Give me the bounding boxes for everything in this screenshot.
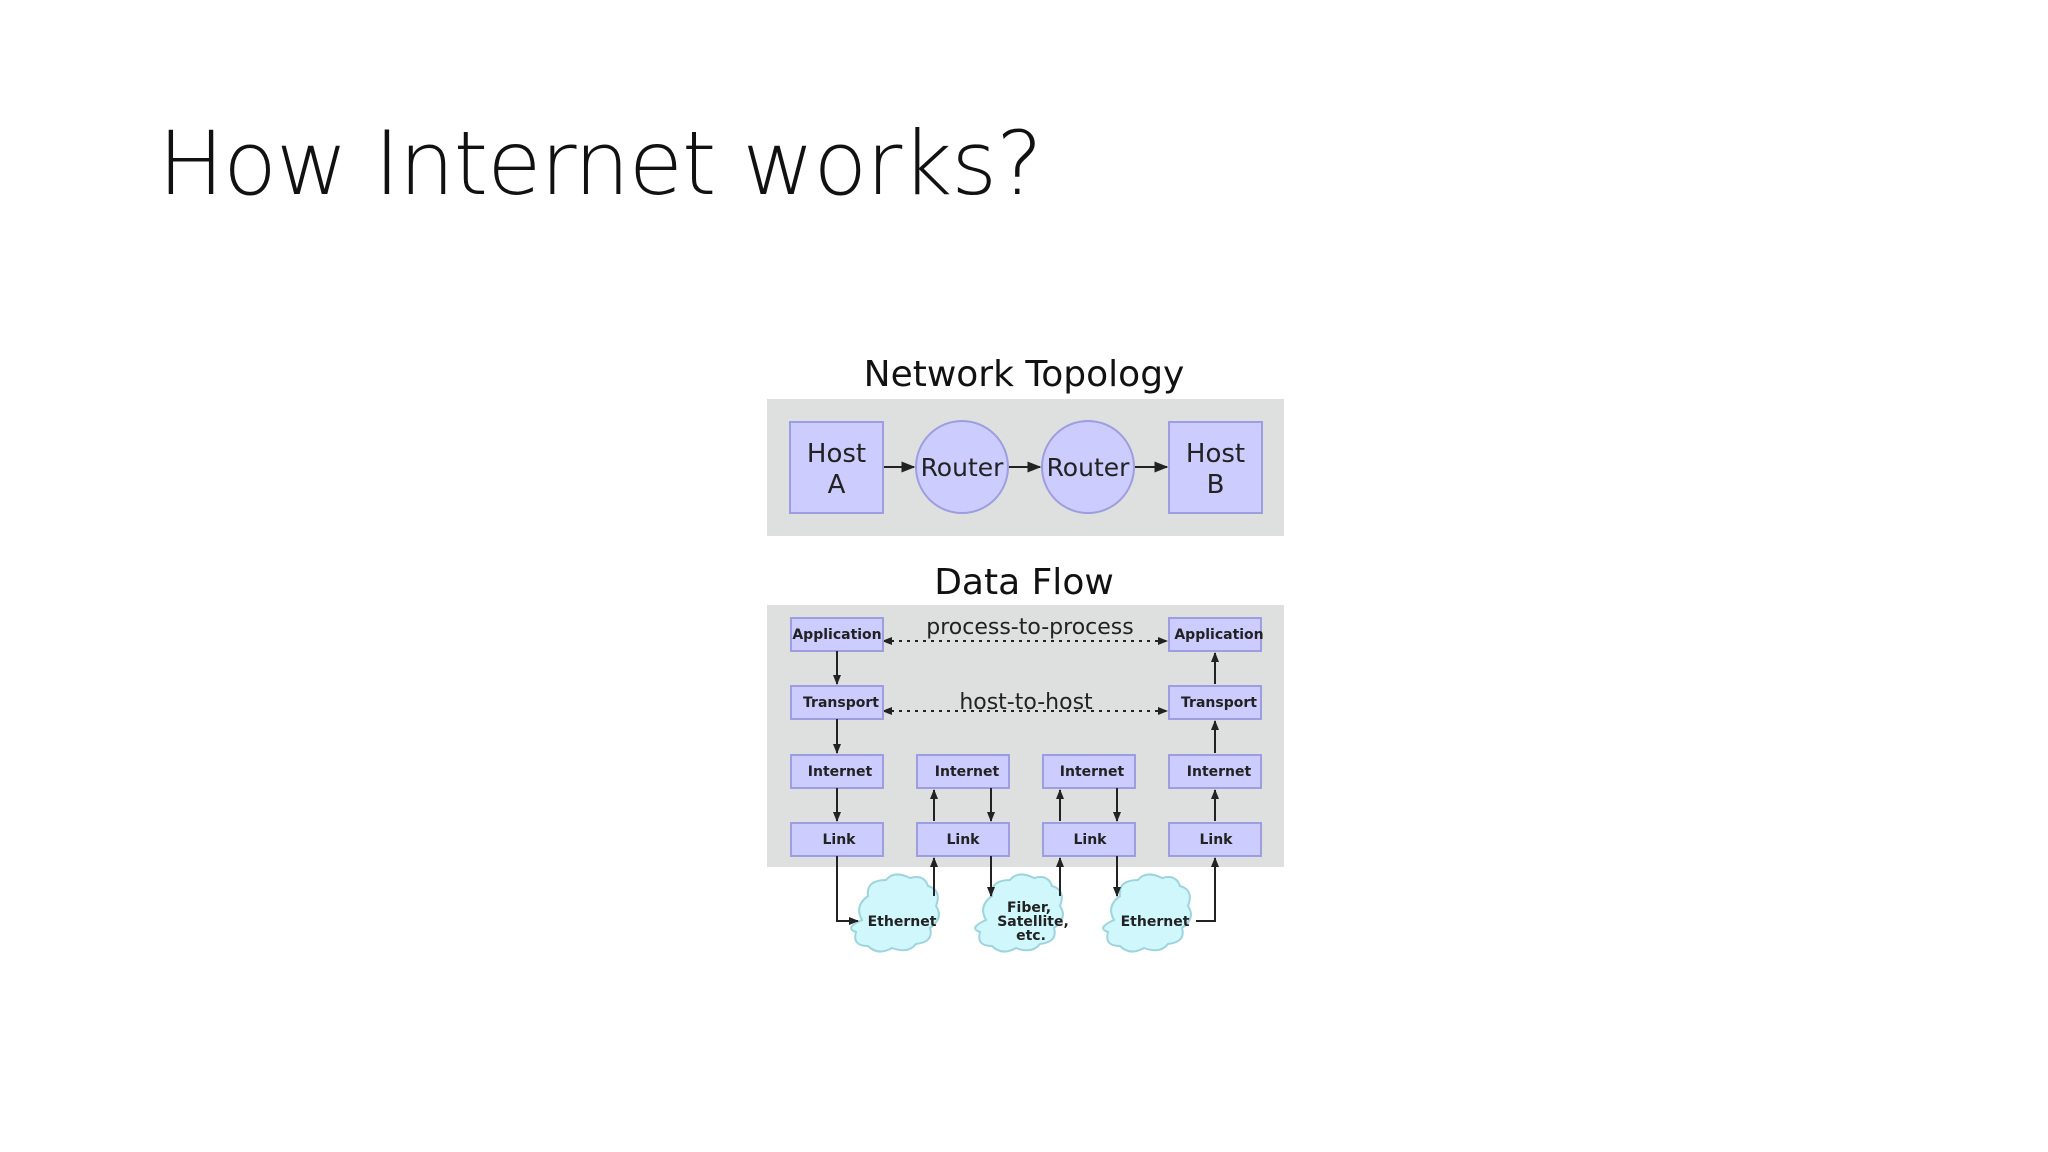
slide-title: How Internet works? (158, 112, 1043, 215)
cloud-fiber-label-2: Satellite, (997, 914, 1069, 930)
router-2-stack: Internet Link (1042, 754, 1136, 857)
host-a-link-label: Link (823, 832, 857, 848)
cloud-ethernet-2: Ethernet (1102, 873, 1192, 953)
host-b-label-1: Host (1186, 439, 1245, 469)
topology-title: Network Topology (864, 354, 1185, 395)
router-2-link-label: Link (1074, 832, 1108, 848)
host-a-label-2: A (828, 470, 846, 500)
router-1-link-label: Link (947, 832, 981, 848)
dataflow-title: Data Flow (934, 562, 1114, 603)
router-2-node: Router (1041, 420, 1135, 514)
cloud-ethernet-1-label: Ethernet (868, 914, 937, 930)
host-a-internet-label: Internet (808, 764, 873, 780)
router-1-internet-label: Internet (935, 764, 1000, 780)
host-b-node: Host B (1168, 421, 1263, 514)
physical-connectors (836, 856, 1219, 925)
host-b-internet-label: Internet (1187, 764, 1252, 780)
host-b-link-label: Link (1200, 832, 1234, 848)
router-2-internet-label: Internet (1060, 764, 1125, 780)
host-b-transport-label: Transport (1181, 695, 1257, 711)
host-a-stack: Application Transport Internet Link (790, 617, 884, 857)
router-1-stack: Internet Link (916, 754, 1010, 857)
cloud-fiber-satellite: Fiber, Satellite, etc. (974, 873, 1069, 953)
cloud-fiber-label-3: etc. (1016, 928, 1046, 944)
router-2-label: Router (1047, 453, 1131, 482)
cloud-ethernet-2-label: Ethernet (1121, 914, 1190, 930)
process-to-process-label: process-to-process (926, 615, 1133, 640)
cloud-ethernet-1: Ethernet (850, 873, 940, 953)
host-to-host-label: host-to-host (959, 690, 1093, 715)
router-1-node: Router (915, 420, 1009, 514)
router-1-label: Router (921, 453, 1005, 482)
host-a-label-1: Host (807, 439, 866, 469)
host-b-stack: Application Transport Internet Link (1168, 617, 1264, 857)
host-b-label-2: B (1207, 470, 1225, 500)
host-a-node: Host A (789, 421, 884, 514)
host-b-application-label: Application (1174, 627, 1263, 643)
host-a-transport-label: Transport (803, 695, 879, 711)
host-a-application-label: Application (792, 627, 881, 643)
cloud-fiber-label-1: Fiber, (1007, 900, 1051, 916)
